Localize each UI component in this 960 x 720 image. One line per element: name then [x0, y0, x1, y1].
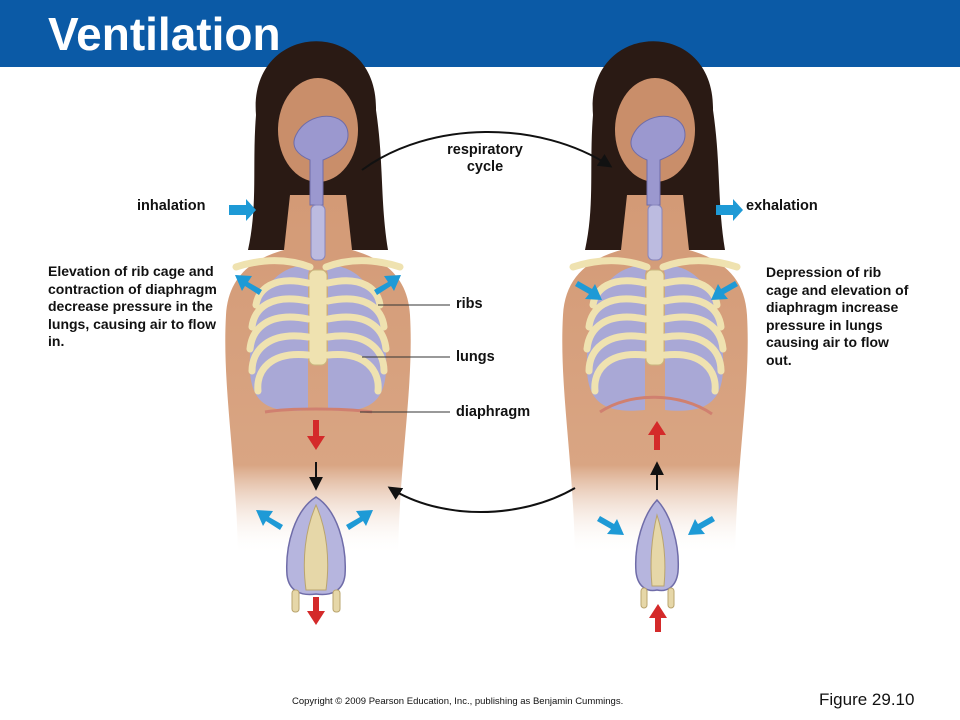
page-title: Ventilation [48, 8, 281, 60]
title-bar [0, 0, 960, 67]
cycle-label-line1: respiratory [447, 142, 523, 158]
inhalation-figure [225, 41, 410, 555]
ribcage-in-right-icon [711, 281, 738, 300]
inhalation-description: Elevation of rib cage and contraction of… [48, 263, 217, 349]
model-down-arrow-icon [307, 597, 325, 625]
diaphragm-down-arrow-icon [307, 420, 325, 450]
lung-model-inhale [286, 496, 346, 613]
ribcage-in-left-icon [575, 281, 602, 300]
cycle-arrow-bottom [387, 486, 576, 513]
lung-model-exhale [634, 498, 680, 609]
ribs-label: ribs [456, 296, 483, 312]
ribcage-out-left-icon [235, 275, 262, 295]
diaphragm-domed [599, 395, 713, 416]
air-in-arrow-icon [229, 199, 256, 221]
air-arrows [229, 199, 743, 535]
model-out-left-icon [256, 510, 283, 530]
exhalation-description: Depression of rib cage and elevation of … [766, 264, 909, 368]
diaphragm-flat [264, 407, 373, 414]
model-in-right-icon [688, 516, 715, 535]
diaphragm-arrows [307, 420, 667, 632]
model-up-arrow-icon [649, 604, 667, 632]
figure-number: Figure 29.10 [819, 690, 915, 709]
diaphragm-up-arrow-icon [648, 421, 666, 450]
cycle-arrow-top [361, 131, 613, 171]
model-out-right-icon [346, 510, 373, 530]
exhalation-label: exhalation [746, 198, 818, 214]
inhalation-label: inhalation [137, 198, 206, 214]
air-out-arrow-icon [716, 199, 743, 221]
cycle-label: respiratory cycle [436, 142, 534, 176]
model-in-left-icon [597, 516, 624, 535]
cycle-label-line2: cycle [466, 159, 504, 175]
lungs-label: lungs [456, 349, 495, 365]
copyright-notice: Copyright © 2009 Pearson Education, Inc.… [292, 696, 624, 707]
ribcage-out-right-icon [374, 275, 401, 295]
diaphragm-label: diaphragm [456, 404, 531, 420]
